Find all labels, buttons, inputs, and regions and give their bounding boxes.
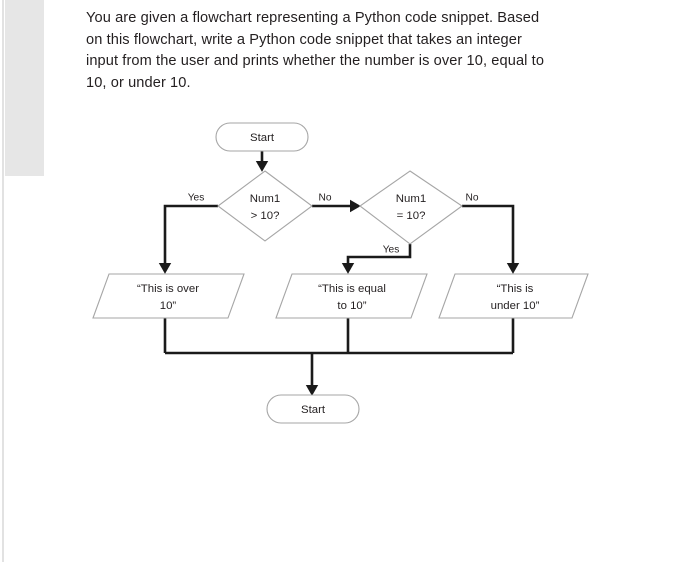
question-line-1: You are given a flowchart representing a… bbox=[86, 10, 540, 26]
decision-two-shape bbox=[359, 170, 463, 245]
connector-decision-two-yes bbox=[341, 244, 412, 274]
output-over-shape bbox=[92, 273, 245, 319]
node-start-bottom: Start bbox=[266, 394, 360, 424]
node-output-over: “This is over 10” bbox=[92, 273, 245, 319]
decision-one-label-line2: > 10? bbox=[251, 210, 280, 222]
output-equal-label-line1: “This is equal bbox=[318, 283, 386, 295]
output-under-shape bbox=[438, 273, 589, 319]
node-decision-two: Num1 = 10? bbox=[359, 170, 463, 245]
branch-label-decision-one-no: No bbox=[318, 193, 331, 204]
decision-one-shape bbox=[217, 170, 313, 242]
start-top-label: Start bbox=[250, 132, 275, 144]
decision-one-label-line1: Num1 bbox=[250, 193, 280, 205]
flowchart-figure: Start Num1 > 10? Num1 = 10? Yes No Yes N… bbox=[80, 105, 600, 440]
start-bottom-shape bbox=[266, 394, 360, 424]
output-equal-shape bbox=[275, 273, 428, 319]
decision-two-label-line2: = 10? bbox=[397, 210, 426, 222]
output-under-label-line2: under 10” bbox=[491, 300, 540, 312]
question-line-2: on this flowchart, write a Python code s… bbox=[86, 31, 522, 48]
start-top-shape bbox=[215, 122, 309, 152]
decision-two-label-line1: Num1 bbox=[396, 193, 426, 205]
branch-label-decision-one-yes: Yes bbox=[188, 193, 205, 204]
question-line-3: input from the user and prints whether t… bbox=[86, 53, 545, 70]
node-start-top: Start bbox=[215, 122, 309, 152]
question-line-4: 10, or under 10. bbox=[86, 75, 191, 92]
branch-label-decision-two-yes: Yes bbox=[383, 245, 400, 256]
branch-label-decision-two-no: No bbox=[465, 193, 478, 204]
connector-decision-two-no bbox=[462, 204, 520, 274]
flowchart-svg: Start Num1 > 10? Num1 = 10? Yes No Yes N… bbox=[92, 122, 589, 424]
output-over-label-line1: “This is over bbox=[137, 283, 199, 295]
output-equal-label-line2: to 10” bbox=[337, 300, 366, 312]
output-under-label-line1: “This is bbox=[497, 283, 534, 295]
left-margin-gray-block bbox=[5, 0, 44, 176]
node-output-under: “This is under 10” bbox=[438, 273, 589, 319]
connector-decision-one-yes bbox=[158, 204, 218, 274]
start-bottom-label: Start bbox=[301, 404, 326, 416]
output-over-label-line2: 10” bbox=[160, 300, 177, 312]
question-prompt: You are given a flowchart representing a… bbox=[86, 8, 578, 95]
node-decision-one: Num1 > 10? bbox=[217, 170, 313, 242]
left-margin-rule bbox=[2, 0, 4, 562]
node-output-equal: “This is equal to 10” bbox=[275, 273, 428, 319]
